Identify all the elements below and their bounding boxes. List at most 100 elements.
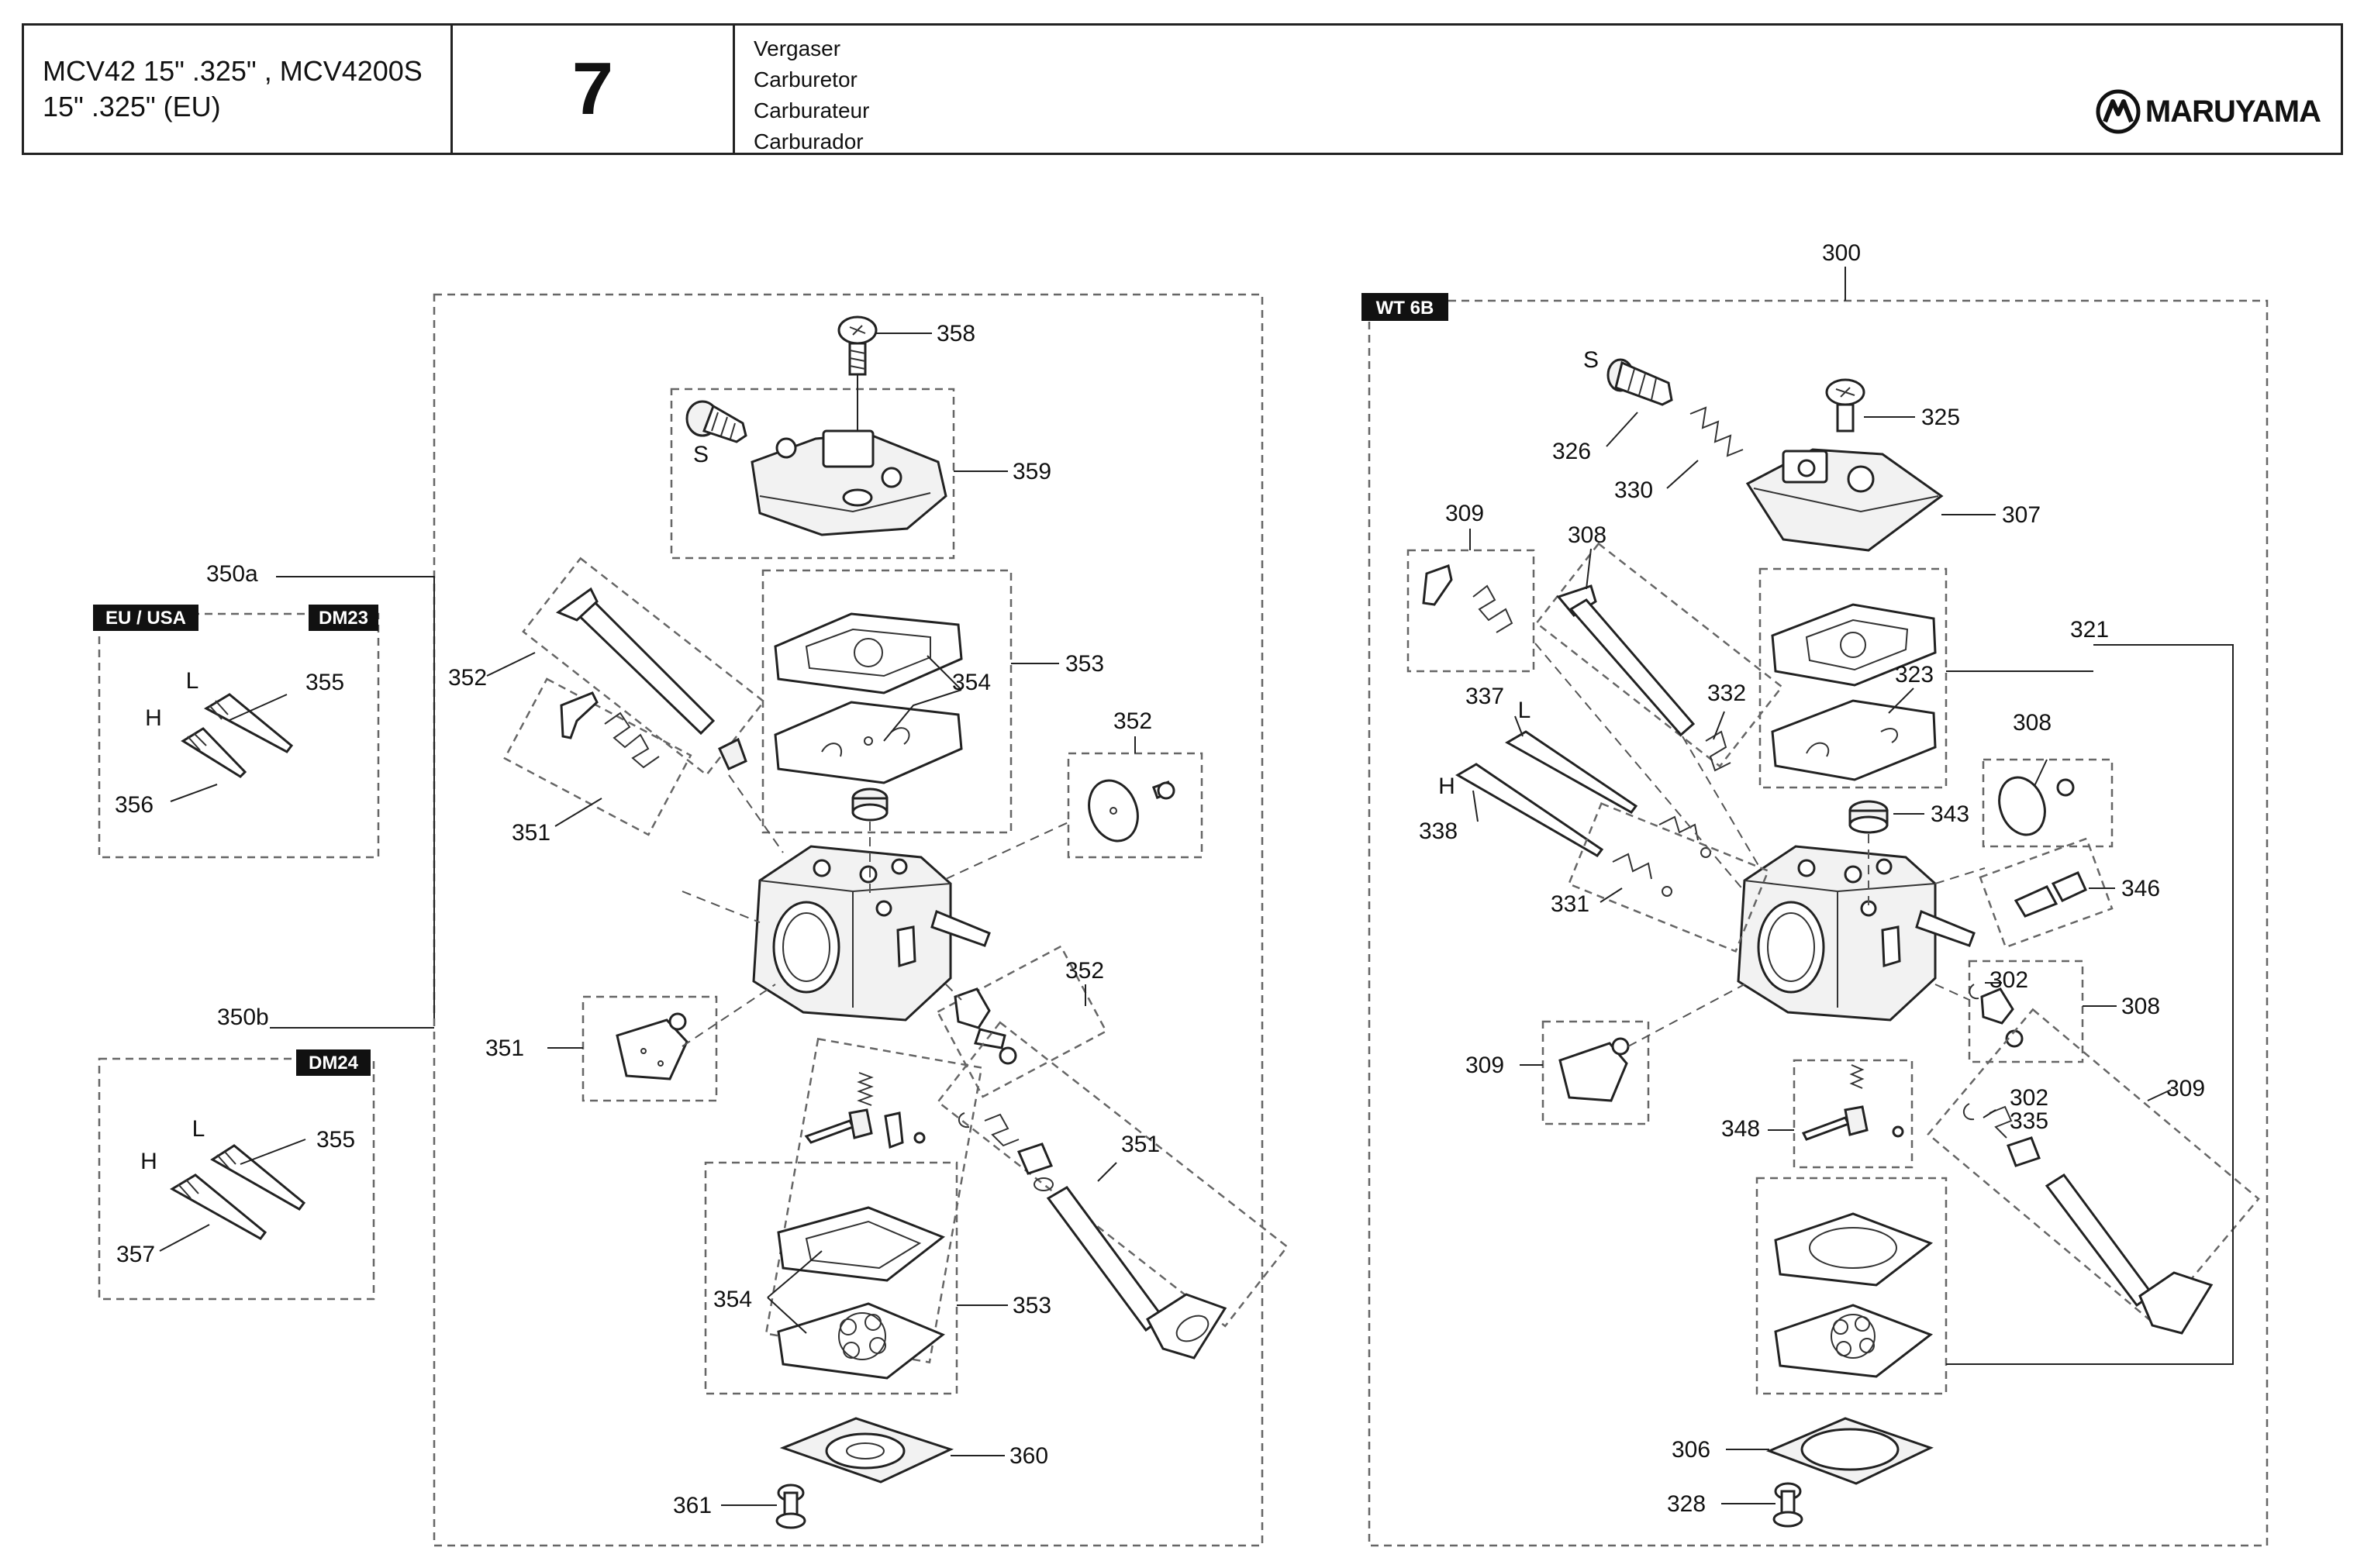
fitting-346-box (1979, 837, 2114, 949)
needle-355a (203, 693, 294, 753)
tag-wt6b-label: WT 6B (1376, 298, 1434, 319)
title-cell: Vergaser Carburetor Carburateur Carburad… (735, 26, 2341, 153)
title-de: Vergaser (754, 36, 841, 60)
callout-355-b: 355 (316, 1127, 355, 1153)
callout-348: 348 (1721, 1116, 1760, 1142)
page-number: 7 (453, 26, 735, 153)
callout-350b: 350b (217, 1005, 269, 1030)
pump-cover-360 (779, 1417, 954, 1484)
tag-dm24-label: DM24 (309, 1053, 359, 1073)
callout-335: 335 (2010, 1108, 2048, 1134)
needle-valve-right-box (1793, 1059, 1914, 1169)
callout-309-c: 309 (2166, 1076, 2205, 1101)
carburetor-cover-307 (1745, 448, 1944, 552)
callout-328: 328 (1667, 1491, 1706, 1517)
brand-name: MARUYAMA (2145, 95, 2321, 129)
lever-spring-309-top (1422, 564, 1513, 633)
lever-308 (1969, 984, 2024, 1048)
jet-kit-350a-box (98, 612, 380, 859)
callout-337: 337 (1465, 684, 1504, 709)
choke-lever-box (503, 677, 692, 836)
diaphragm-321-bottom (1774, 1304, 1934, 1378)
diaphragm-321-top (1771, 699, 1937, 781)
carburetor-body-left (752, 787, 991, 1022)
callout-307: 307 (2002, 502, 2041, 528)
filter-343 (1848, 800, 1889, 834)
choke-plate-309 (1558, 1037, 1630, 1102)
cover-group-box (670, 388, 955, 560)
tag-dm24 (296, 1049, 371, 1076)
tag-labels: EU / USA DM23 DM24 WT 6B (105, 298, 1434, 1073)
callout-332: 332 (1707, 681, 1746, 706)
shaft-308-box (1535, 542, 1783, 768)
throttle-shaft-309 (1962, 1103, 2214, 1335)
letter-l-350b: L (192, 1116, 205, 1142)
right-assembly-frame (1368, 299, 2269, 1547)
callout-338: 338 (1419, 818, 1458, 844)
callout-353-b: 353 (1013, 1293, 1051, 1318)
maruyama-logo: MARUYAMA (2096, 89, 2321, 134)
callout-352-b: 352 (1113, 708, 1152, 734)
callout-300: 300 (1822, 240, 1861, 266)
gasket-323 (1771, 603, 1937, 687)
callout-352-a: 352 (448, 665, 487, 691)
letter-h-350b: H (140, 1149, 157, 1174)
callout-330: 330 (1614, 477, 1653, 503)
letter-labels: S S L H L H L H (140, 347, 1599, 1174)
spring-331-box (1567, 801, 1770, 953)
gasket-group-top-box (761, 569, 1013, 834)
callout-352-c: 352 (1065, 958, 1104, 984)
title-en: Carburetor (754, 67, 858, 91)
tag-dm23-label: DM23 (319, 608, 368, 629)
diaphragm-353-top (774, 701, 963, 784)
tag-wt6b (1361, 293, 1448, 321)
needle-337 (1504, 730, 1638, 814)
lever-spring-351 (560, 691, 660, 769)
callout-353-a: 353 (1065, 651, 1104, 677)
shaft-309-box (1927, 1008, 2260, 1325)
callout-306: 306 (1672, 1437, 1710, 1463)
callout-323: 323 (1895, 662, 1934, 688)
screw-325 (1825, 378, 1865, 432)
spring-332 (1705, 730, 1731, 772)
callout-354-a: 354 (952, 670, 991, 695)
page-header: MCV42 15" .325" , MCV4200S 15" .325" (EU… (22, 23, 2343, 155)
spring-330 (1689, 406, 1744, 457)
title-fr: Carburateur (754, 98, 870, 122)
callout-356: 356 (115, 792, 154, 818)
idle-screw-326 (1606, 358, 1673, 406)
needle-356 (181, 727, 247, 778)
letter-s-left: S (693, 442, 709, 467)
throttle-plate-352 (1088, 779, 1175, 843)
maruyama-logo-icon (2096, 89, 2141, 134)
needle-355b (210, 1144, 306, 1211)
needle-valve-assembly (804, 1072, 926, 1149)
callout-351-b: 351 (485, 1036, 524, 1061)
needle-valve-348 (1801, 1064, 1904, 1141)
callout-302-a: 302 (1989, 967, 2028, 993)
callout-331: 331 (1551, 891, 1589, 917)
letter-l-right: L (1518, 698, 1531, 723)
callout-359: 359 (1013, 459, 1051, 484)
diaphragm-353-bottom (777, 1302, 945, 1380)
choke-shaft-box (522, 557, 765, 777)
callout-360: 360 (1009, 1443, 1048, 1469)
model-line-1: MCV42 15" .325" , MCV4200S (43, 55, 423, 87)
throttle-shaft-351 (958, 1112, 1227, 1360)
fitting-346 (2014, 871, 2087, 918)
gasket-321-bottom (1774, 1212, 1934, 1287)
model-cell: MCV42 15" .325" , MCV4200S 15" .325" (EU… (24, 26, 453, 153)
callout-351-a: 351 (512, 820, 550, 846)
lever-308-box (1968, 960, 2084, 1063)
title-es: Carburador (754, 129, 864, 153)
letter-l-350a: L (186, 668, 199, 694)
callout-325: 325 (1921, 405, 1960, 430)
callout-309-a: 309 (1445, 501, 1484, 526)
callout-321: 321 (2070, 617, 2109, 643)
tag-dm23 (309, 605, 378, 631)
leader-lines (159, 267, 2234, 1506)
pump-cover-306 (1765, 1417, 1934, 1485)
lever-309-box (1406, 549, 1535, 673)
screw-361 (775, 1484, 806, 1529)
